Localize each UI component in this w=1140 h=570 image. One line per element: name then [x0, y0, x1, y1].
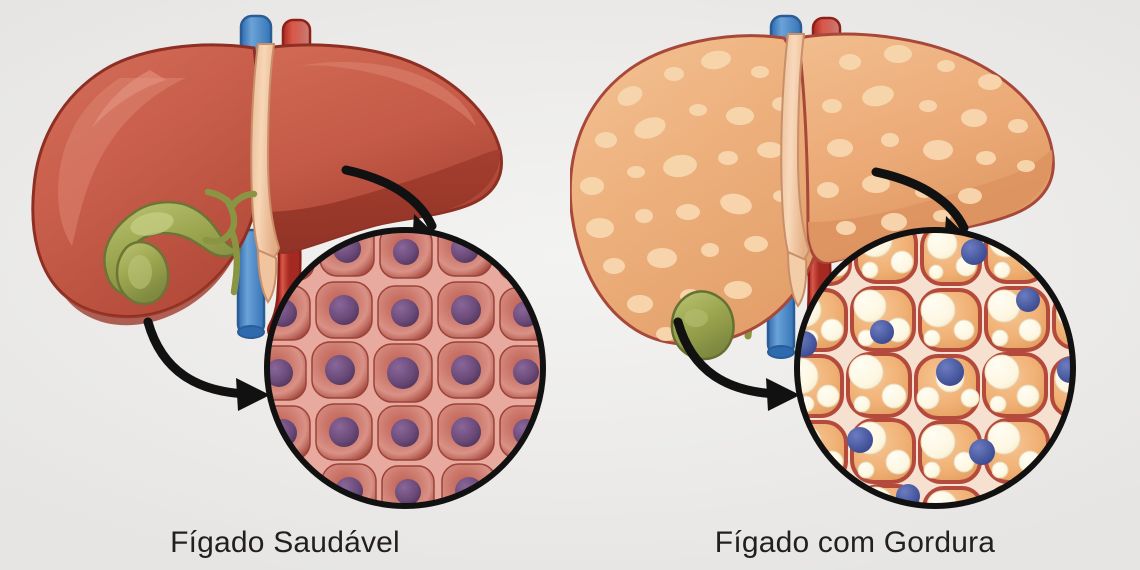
liver-right-underside [808, 150, 1053, 263]
panel-fatty-liver: Fígado com Gordura [570, 0, 1140, 570]
liver-left-highlight2 [92, 70, 166, 128]
common-bile-duct [228, 228, 240, 296]
right-hepatic-duct [228, 190, 258, 210]
healthy-liver-graphic [31, 14, 546, 509]
gallbladder-highlight-2 [128, 255, 152, 289]
caption-fatty-liver: Fígado com Gordura [714, 526, 996, 559]
ligament-lower-stem [786, 250, 808, 308]
gallbladder-group [103, 200, 243, 305]
panel-healthy-liver: Fígado Saudável [31, 14, 546, 559]
liver-left-highlight [58, 78, 186, 246]
bile-duct-tree [202, 188, 258, 296]
gallbladder-highlight [684, 309, 708, 327]
fat-deposits-right [817, 45, 1035, 235]
liver-right-highlight [300, 62, 476, 126]
fatty-liver-graphic [570, 0, 1140, 570]
arrow-lower-to-inset [143, 317, 270, 411]
liver-right-underside [262, 149, 501, 253]
inset-border-healthy [264, 227, 546, 509]
inset-border-fatty [794, 227, 1076, 509]
gallbladder-highlight [130, 212, 174, 236]
caption-healthy-liver: Fígado Saudável [170, 526, 400, 559]
arrow-lower-to-inset [673, 317, 800, 411]
ligament-lower-stem [256, 248, 278, 304]
portal-vein-opening [767, 345, 795, 359]
portal-vein-opening [237, 325, 265, 339]
